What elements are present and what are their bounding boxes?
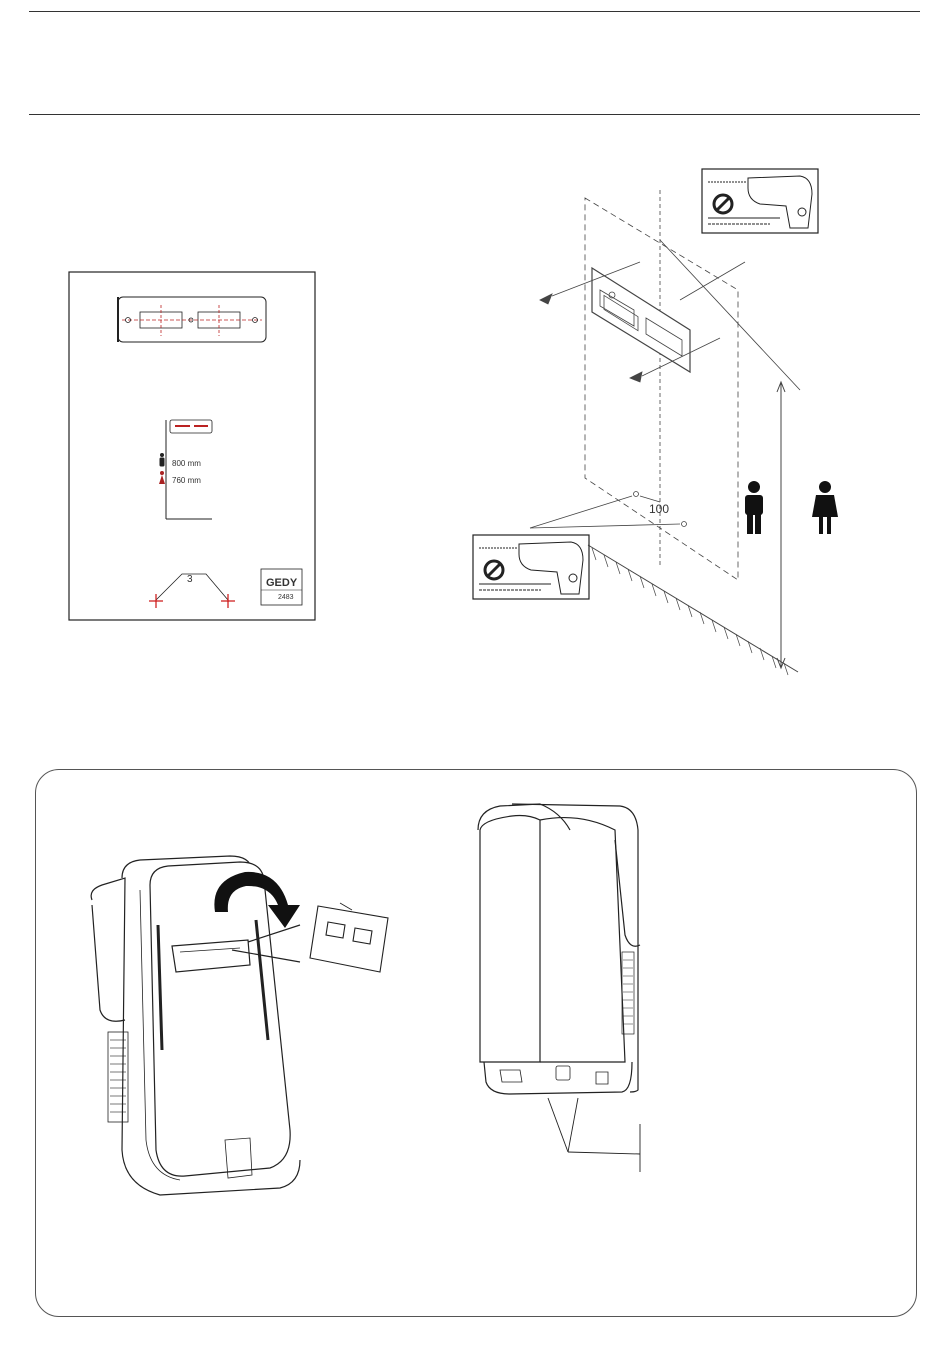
front-grille-slats [623,960,633,1024]
